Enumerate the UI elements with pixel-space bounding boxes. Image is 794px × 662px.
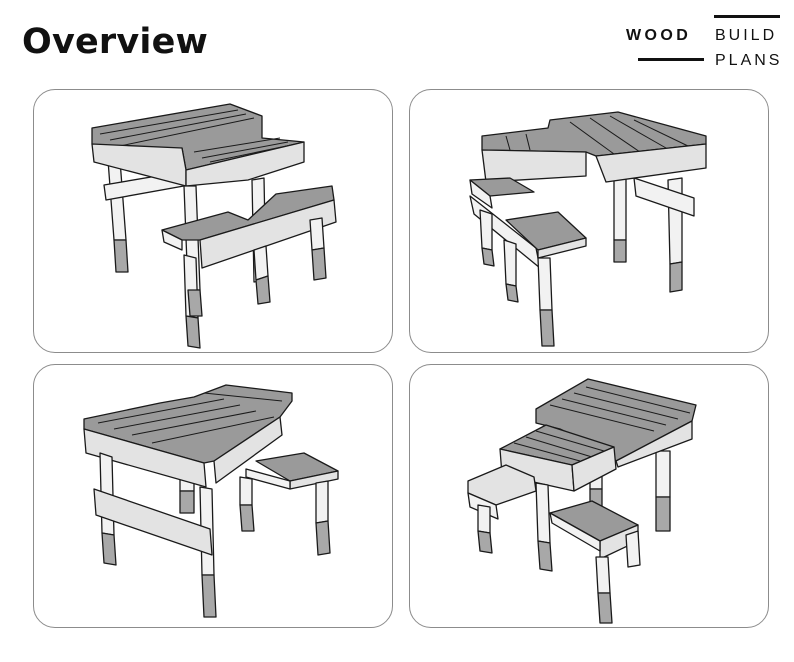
- bench-render-3: [83, 384, 339, 618]
- logo-word-plans: PLANS: [715, 52, 783, 69]
- view-panel-1: [33, 89, 393, 353]
- bench-render-4: [467, 378, 697, 624]
- view-panel-4: [409, 364, 769, 628]
- woodbuild-plans-logo: WOOD BUILD PLANS: [622, 14, 784, 70]
- bench-render-1: [91, 103, 337, 349]
- logo-word-build: BUILD: [715, 27, 778, 44]
- page-title: Overview: [22, 22, 209, 62]
- logo-bar-top: [714, 15, 780, 18]
- logo-word-wood: WOOD: [626, 27, 692, 44]
- logo-bar-bottom: [638, 58, 704, 61]
- bench-render-2: [469, 111, 707, 347]
- view-panel-2: [409, 89, 769, 353]
- view-panel-3: [33, 364, 393, 628]
